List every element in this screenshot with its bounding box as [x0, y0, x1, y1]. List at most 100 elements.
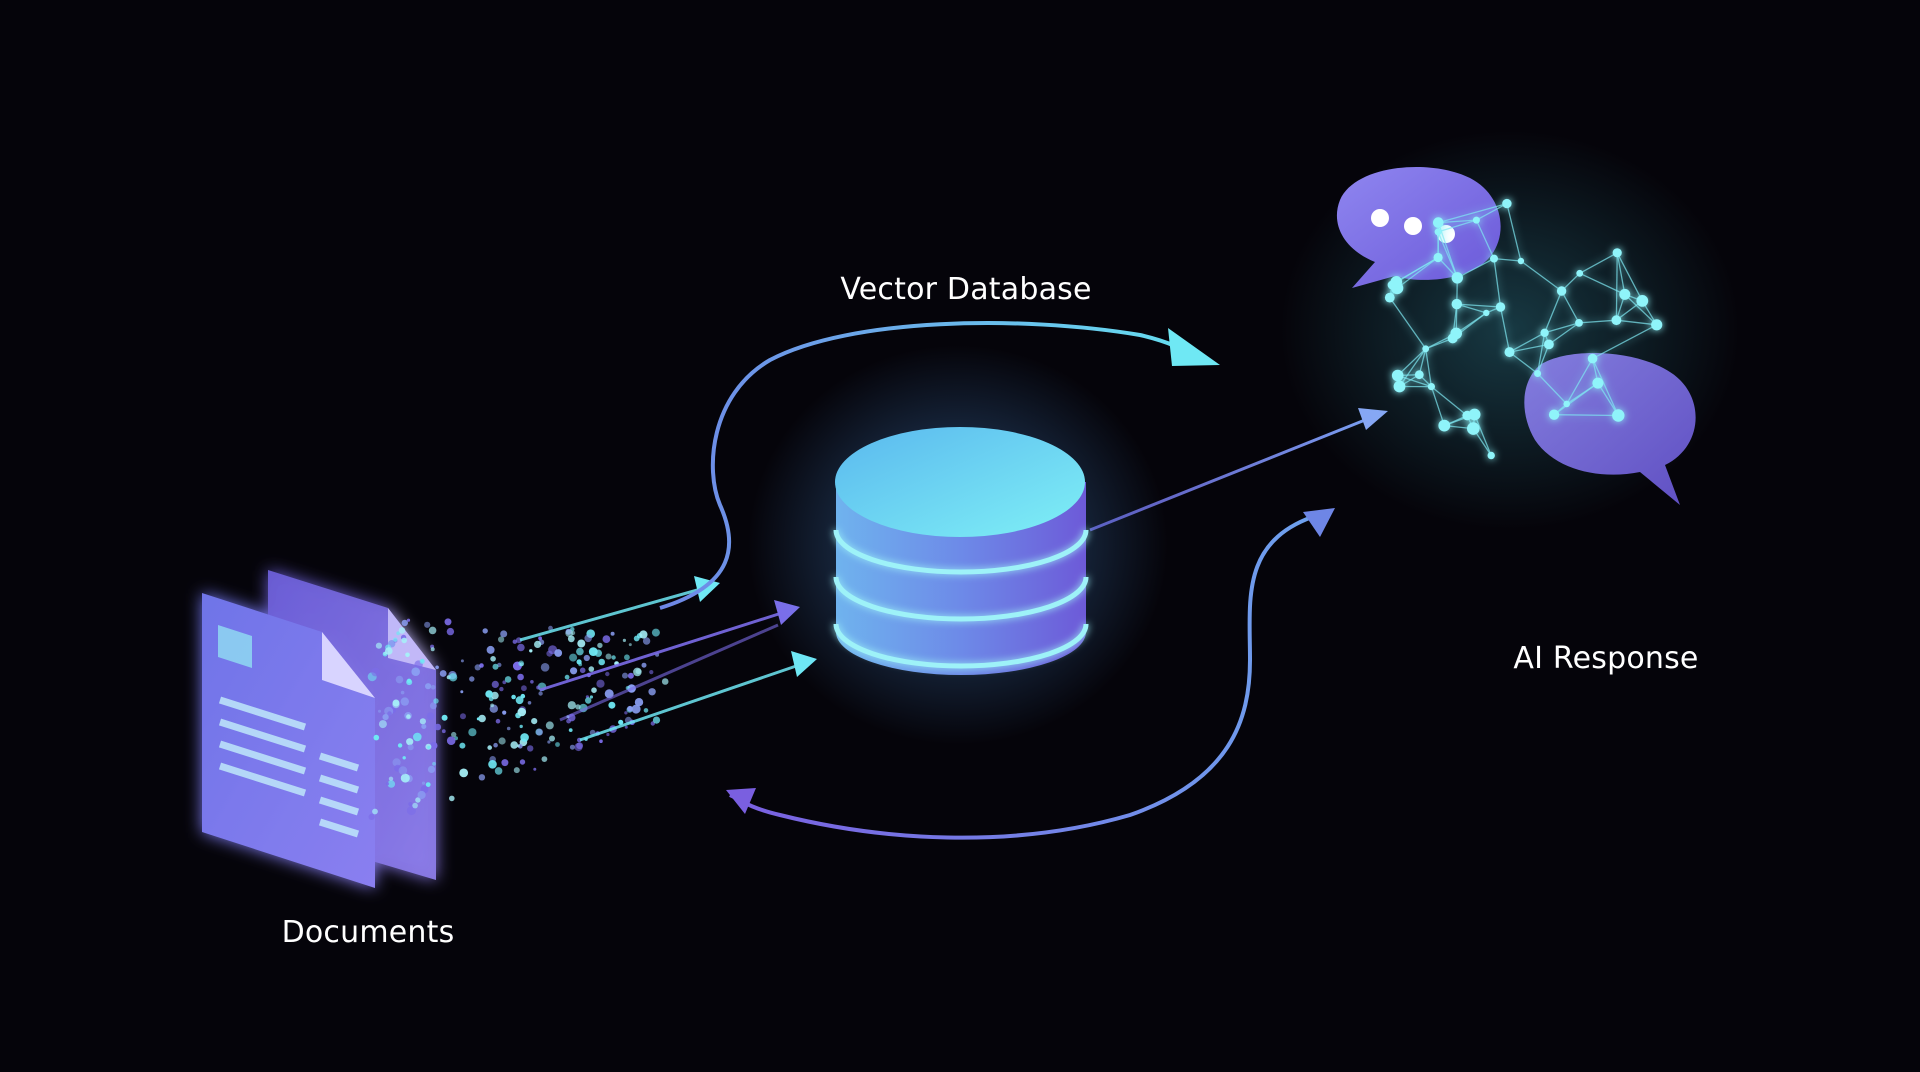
network-edge [1397, 374, 1432, 388]
particle [541, 756, 548, 762]
particle [622, 638, 627, 643]
particle [408, 802, 413, 807]
particle [490, 703, 494, 708]
particle [529, 649, 533, 653]
particle [492, 663, 499, 670]
particle [400, 697, 409, 706]
particle [588, 647, 598, 656]
particle [548, 625, 553, 631]
network-edge [1543, 290, 1563, 334]
particle [575, 704, 581, 710]
vector-database-label: Vector Database [840, 272, 1091, 307]
network-node [1451, 298, 1463, 310]
network-node [1462, 410, 1472, 421]
network-edge [1520, 260, 1562, 292]
particle [569, 744, 575, 750]
particle [564, 674, 570, 680]
network-node [1576, 269, 1584, 277]
particle [546, 650, 553, 657]
particle [499, 686, 504, 692]
particle [516, 744, 520, 748]
particle [401, 637, 408, 644]
particle [397, 743, 403, 748]
particle [405, 652, 410, 658]
particle [406, 714, 411, 719]
particle [372, 808, 378, 815]
particle [382, 714, 389, 721]
network-node [1502, 198, 1512, 209]
particle [482, 628, 488, 634]
particle [433, 698, 439, 704]
network-edge [1456, 258, 1495, 279]
particle [568, 728, 573, 732]
network-node [1434, 228, 1442, 236]
particle [506, 726, 511, 731]
particle [398, 627, 406, 634]
particle [531, 718, 538, 725]
network-edge [1438, 202, 1508, 224]
particle [460, 713, 466, 720]
network-edge [1476, 203, 1508, 221]
particle [478, 714, 486, 723]
particle [517, 643, 525, 652]
particle [570, 667, 578, 675]
particle [501, 759, 509, 767]
network-edge [1438, 219, 1477, 224]
network-node [1468, 408, 1481, 421]
particle [627, 672, 634, 679]
particle [519, 724, 523, 729]
network-edge [1616, 319, 1657, 326]
particle [540, 663, 550, 672]
particle [549, 735, 555, 742]
ai-response-label: AI Response [1513, 641, 1698, 676]
particle [512, 639, 517, 644]
particle [491, 691, 499, 700]
particle [398, 766, 408, 775]
network-edge [1509, 332, 1545, 353]
network-node [1544, 339, 1554, 350]
network-edge [1544, 322, 1580, 334]
particle [392, 701, 400, 709]
particle [634, 698, 644, 707]
particle [378, 720, 387, 729]
particle [396, 631, 401, 636]
particle [427, 765, 436, 774]
network-node [1393, 380, 1406, 393]
particle [385, 647, 393, 655]
particle [597, 642, 603, 649]
particle [446, 627, 455, 636]
network-node [1433, 252, 1443, 263]
particle [641, 662, 647, 668]
network-edge [1616, 252, 1643, 302]
particle [393, 637, 398, 642]
network-node [1619, 288, 1631, 300]
particle [498, 737, 506, 745]
particle [419, 718, 426, 725]
particle [510, 741, 518, 749]
network-edge [1499, 306, 1511, 353]
particle [599, 739, 603, 743]
particle [569, 653, 578, 662]
particle [375, 642, 382, 649]
particle [439, 670, 447, 677]
network-edge [1493, 258, 1502, 308]
particle [517, 707, 527, 717]
particle [430, 685, 436, 690]
document-stack-icon [202, 570, 436, 888]
network-edge [1578, 319, 1617, 324]
network-edge [1553, 382, 1599, 416]
network-edge [1566, 358, 1594, 405]
network-edge [1430, 386, 1468, 417]
particle [554, 649, 563, 657]
particle [502, 680, 507, 685]
network-edge [1425, 348, 1433, 387]
particle [611, 655, 616, 660]
network-node [1414, 370, 1424, 380]
particle [491, 680, 499, 689]
network-node [1548, 409, 1560, 420]
particle [536, 728, 543, 736]
particle [488, 760, 497, 769]
network-edge [1579, 272, 1626, 295]
particle [534, 640, 542, 649]
